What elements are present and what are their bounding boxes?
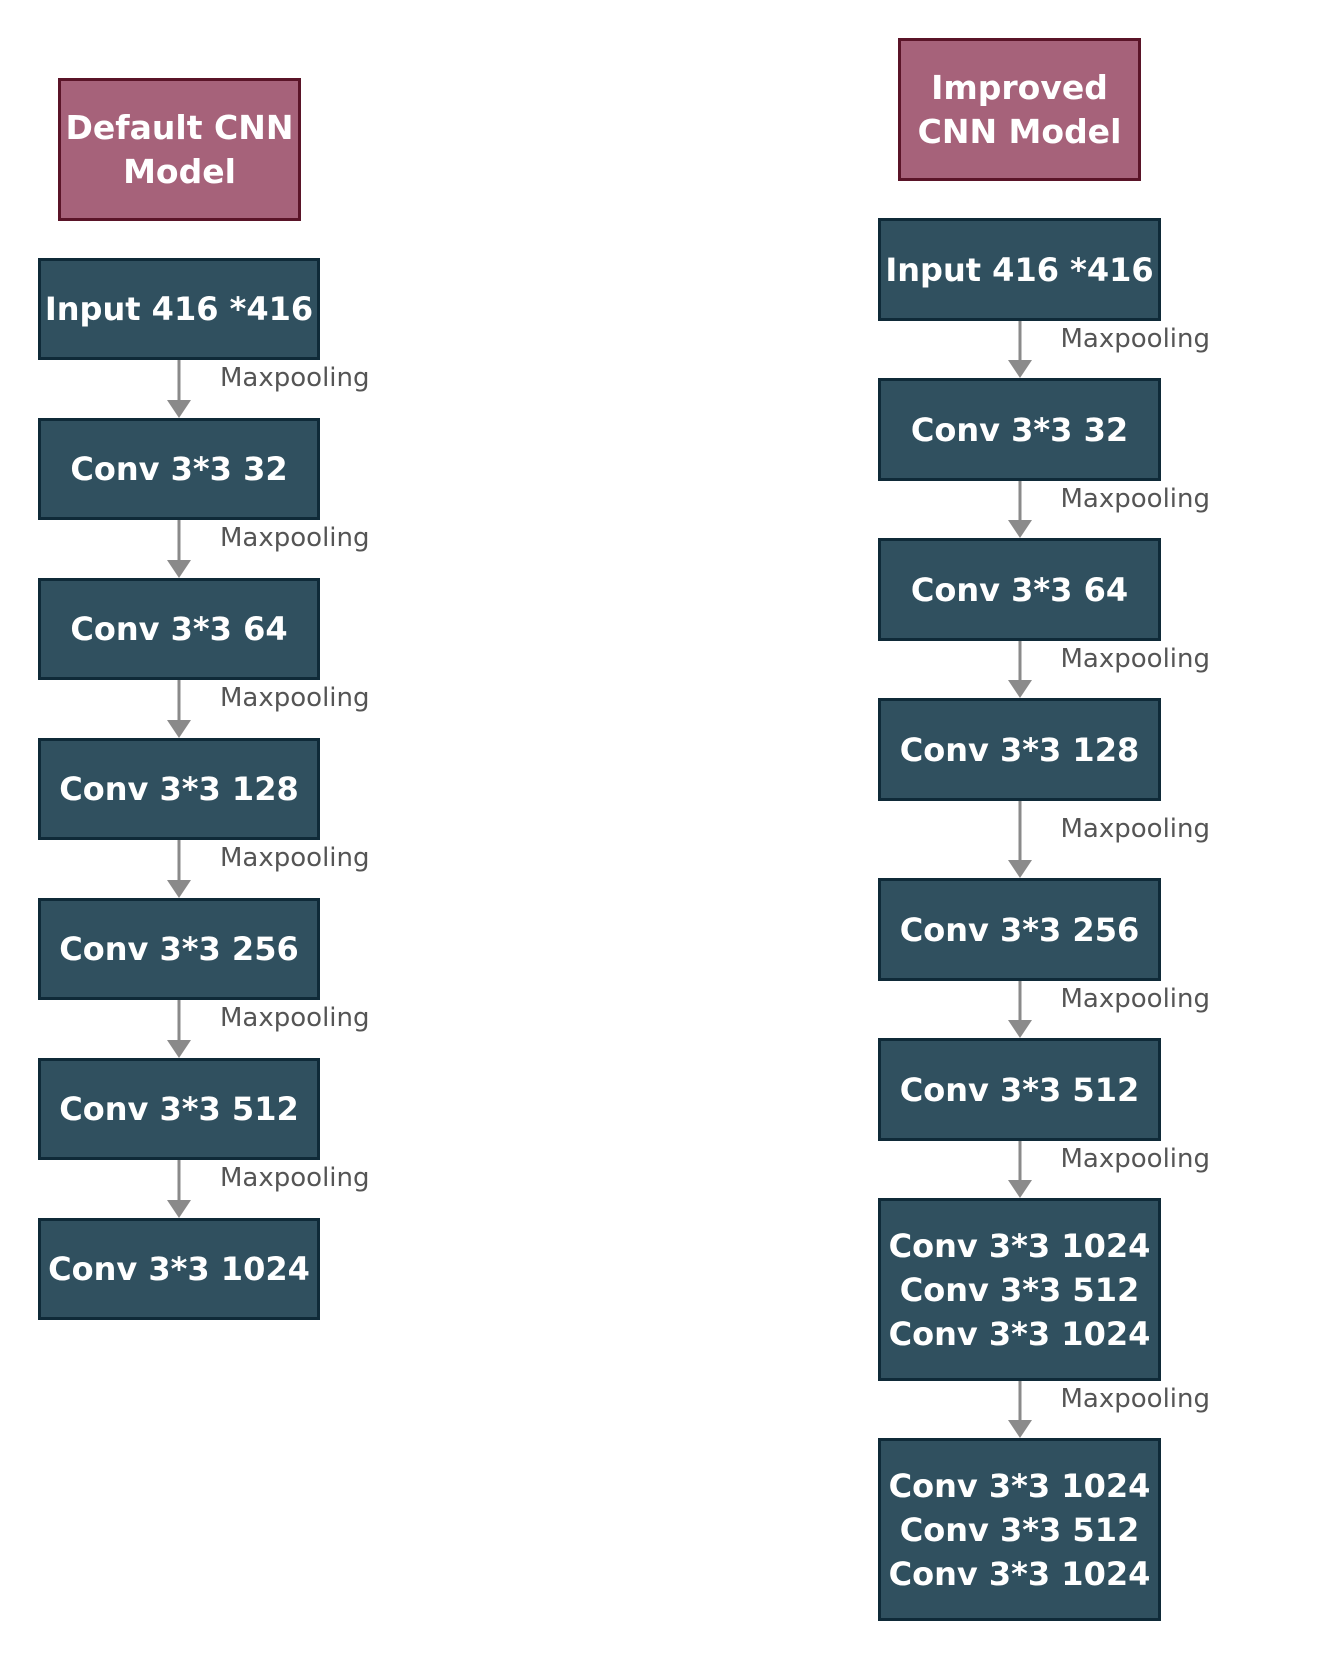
maxpooling-label: Maxpooling: [220, 683, 370, 713]
maxpooling-label: Maxpooling: [1060, 1143, 1211, 1174]
improved-layer-box: Conv 3*3 512: [878, 1038, 1161, 1141]
title-line: CNN Model: [917, 111, 1122, 151]
layer-label: Conv 3*3 64: [910, 570, 1129, 609]
layer-label: Conv 3*3 128: [899, 730, 1140, 769]
default-layer-box: Conv 3*3 32: [38, 418, 320, 520]
improved-layer-box: Conv 3*3 128: [878, 698, 1161, 801]
default-layer-box: Conv 3*3 1024: [38, 1218, 320, 1320]
layer-label: Conv 3*3 64: [70, 610, 288, 648]
improved-layer-box: Conv 3*3 256: [878, 878, 1161, 981]
maxpooling-label: Maxpooling: [220, 523, 370, 553]
layer-label: Conv 3*3 32: [910, 410, 1129, 449]
layer-label: Conv 3*3 256: [59, 930, 299, 968]
layer-label: Conv 3*3 1024: [888, 1314, 1151, 1353]
maxpooling-label: Maxpooling: [1060, 483, 1211, 514]
down-arrow-icon: [1007, 801, 1032, 878]
down-arrow-icon: [1007, 1381, 1032, 1438]
maxpooling-label: Maxpooling: [1060, 813, 1211, 844]
down-arrow-icon: [1007, 1141, 1032, 1198]
layer-label: Input 416 *416: [44, 290, 314, 328]
default-layer-box: Conv 3*3 64: [38, 578, 320, 680]
maxpooling-label: Maxpooling: [220, 363, 370, 393]
layer-label: Conv 3*3 512: [899, 1510, 1140, 1549]
maxpooling-label: Maxpooling: [220, 843, 370, 873]
layer-label: Conv 3*3 512: [899, 1270, 1140, 1309]
maxpooling-label: Maxpooling: [1060, 1383, 1211, 1414]
down-arrow-icon: [167, 840, 191, 898]
default-layer-box: Conv 3*3 128: [38, 738, 320, 840]
down-arrow-icon: [167, 1000, 191, 1058]
down-arrow-icon: [167, 360, 191, 418]
title-line: Model: [123, 151, 236, 191]
down-arrow-icon: [167, 680, 191, 738]
layer-label: Conv 3*3 1024: [888, 1466, 1151, 1505]
layer-label: Conv 3*3 1024: [888, 1226, 1151, 1265]
maxpooling-label: Maxpooling: [1060, 323, 1211, 354]
layer-label: Conv 3*3 32: [70, 450, 288, 488]
down-arrow-icon: [1007, 481, 1032, 538]
layer-label: Conv 3*3 1024: [888, 1554, 1151, 1593]
layer-label: Conv 3*3 512: [59, 1090, 299, 1128]
improved-layer-box: Conv 3*3 64: [878, 538, 1161, 641]
layer-label: Conv 3*3 256: [899, 910, 1140, 949]
down-arrow-icon: [167, 520, 191, 578]
maxpooling-label: Maxpooling: [1060, 643, 1211, 674]
improved-layer-box: Input 416 *416: [878, 218, 1161, 321]
down-arrow-icon: [1007, 981, 1032, 1038]
title-line: Default CNN: [65, 107, 294, 147]
default-layer-box: Conv 3*3 256: [38, 898, 320, 1000]
default-layer-box: Input 416 *416: [38, 258, 320, 360]
down-arrow-icon: [1007, 321, 1032, 378]
maxpooling-label: Maxpooling: [1060, 983, 1211, 1014]
layer-label: Input 416 *416: [885, 250, 1154, 289]
down-arrow-icon: [1007, 641, 1032, 698]
default-layer-box: Conv 3*3 512: [38, 1058, 320, 1160]
maxpooling-label: Maxpooling: [220, 1003, 370, 1033]
title-line: Improved: [931, 67, 1108, 107]
layer-label: Conv 3*3 1024: [48, 1250, 310, 1288]
maxpooling-label: Maxpooling: [220, 1163, 370, 1193]
layer-label: Conv 3*3 128: [59, 770, 299, 808]
improved-layer-box: Conv 3*3 32: [878, 378, 1161, 481]
layer-label: Conv 3*3 512: [899, 1070, 1140, 1109]
down-arrow-icon: [167, 1160, 191, 1218]
